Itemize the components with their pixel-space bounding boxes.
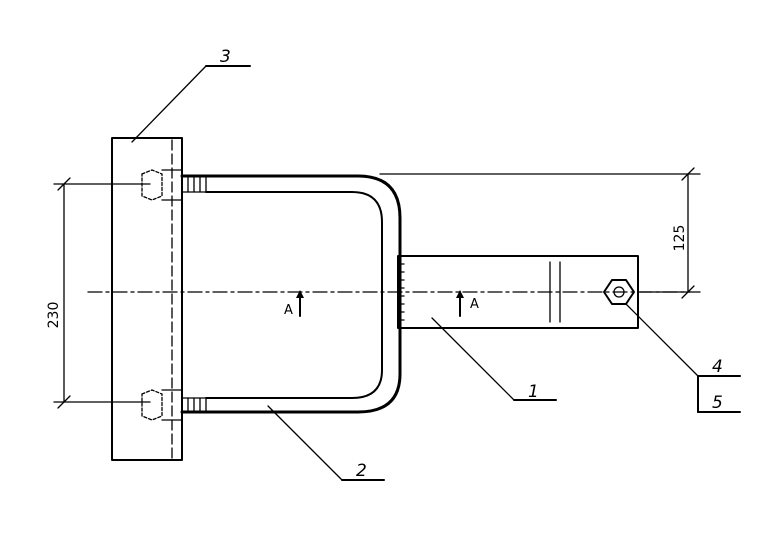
section-label-left: A bbox=[284, 303, 293, 318]
callout-1: 1 bbox=[528, 382, 539, 402]
dimension-230-label: 230 bbox=[46, 302, 62, 329]
plate-nut-bottom bbox=[141, 389, 183, 421]
callout-2: 2 bbox=[356, 461, 367, 481]
leader-2: 2 bbox=[267, 405, 385, 481]
plate-nut-top bbox=[141, 169, 183, 201]
dimension-230: 230 bbox=[46, 177, 151, 409]
callout-3: 3 bbox=[220, 47, 231, 67]
section-mark-right: A bbox=[456, 290, 479, 317]
dimension-125-label: 125 bbox=[672, 225, 688, 252]
callout-5: 5 bbox=[712, 393, 723, 413]
callout-4: 4 bbox=[712, 357, 723, 377]
leader-1: 1 bbox=[431, 317, 557, 402]
u-bolt bbox=[180, 174, 402, 414]
section-label-right: A bbox=[470, 297, 479, 312]
section-mark-left: A bbox=[284, 290, 304, 318]
leader-3: 3 bbox=[131, 47, 251, 143]
leader-4-5: 4 5 bbox=[625, 303, 741, 413]
dimension-125: 125 bbox=[379, 167, 701, 299]
mounting-plate bbox=[111, 137, 183, 461]
